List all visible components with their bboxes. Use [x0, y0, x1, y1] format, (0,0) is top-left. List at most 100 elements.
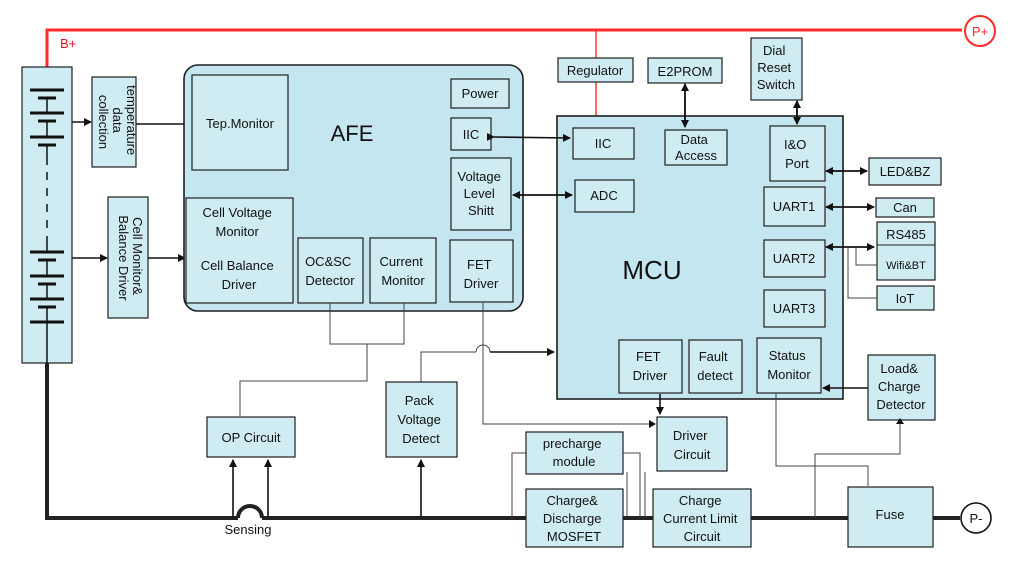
mosfet-line3: MOSFET	[547, 529, 601, 544]
afe-fet-driver-box: FET Driver	[449, 239, 514, 303]
cellmon-line1: Cell Monitor&	[130, 217, 145, 295]
io-line1: I&O	[784, 137, 806, 152]
mcu-iic-box: IIC	[572, 127, 635, 160]
lcd-line2: Charge	[878, 379, 921, 394]
connectors	[229, 83, 904, 518]
drs-line2: Reset	[757, 60, 791, 75]
cm-line1: Current	[380, 254, 424, 269]
uart3-box: UART3	[763, 289, 826, 328]
op-circuit-label: OP Circuit	[222, 430, 281, 445]
status-monitor-box: Status Monitor	[756, 337, 822, 394]
driver-circuit-box: Driver Circuit	[656, 416, 728, 472]
afe-current-monitor-box: Current Monitor	[369, 237, 437, 304]
mcu-fet-line2: Driver	[633, 368, 668, 383]
voltage-level-shift-box: Voltage Level Shitt	[450, 157, 512, 231]
bminus-rail	[45, 363, 238, 520]
afe-iic-label: IIC	[463, 127, 480, 142]
tep-monitor-box: Tep.Monitor	[191, 74, 289, 171]
rs485-label: RS485	[886, 227, 926, 242]
uart1-label: UART1	[773, 199, 815, 214]
temp-line1: temperature	[124, 85, 139, 155]
cvm-line2: Monitor	[216, 224, 260, 239]
battery-pack	[21, 66, 73, 364]
fault-detect-box: Fault detect	[688, 339, 743, 394]
ccl-line3: Circuit	[684, 529, 721, 544]
temp-line3: collection	[96, 95, 111, 149]
cm-line2: Monitor	[381, 273, 425, 288]
pvd-line2: Voltage	[398, 412, 441, 427]
svg-text:Voltage Level Shit: Voltage Level Shitt	[458, 169, 505, 218]
rs485-wifi-box: RS485 Wifi&BT	[876, 221, 936, 281]
pvd-line3: Detect	[402, 431, 440, 446]
afe-title: AFE	[331, 121, 374, 146]
pplus-terminal: P+	[964, 15, 996, 47]
cbd-line2: Driver	[222, 277, 257, 292]
svg-text:Fault detect: Fault detect	[697, 349, 733, 383]
fuse-box: Fuse	[847, 486, 934, 548]
iot-box: IoT	[876, 285, 935, 311]
svg-text:FET Driver: FET Driver	[464, 257, 499, 291]
temp-line2: data	[110, 108, 125, 134]
tep-monitor-label: Tep.Monitor	[206, 116, 275, 131]
can-label: Can	[893, 200, 917, 215]
mcu-adc-box: ADC	[574, 179, 635, 213]
led-bz-box: LED&BZ	[868, 157, 942, 186]
fuse-label: Fuse	[876, 507, 905, 522]
bplus-label: B+	[60, 36, 76, 51]
iot-label: IoT	[896, 291, 915, 306]
svg-text:temperature data c: temperature data collection	[96, 85, 139, 159]
regulator-box: Regulator	[557, 57, 634, 83]
uart3-label: UART3	[773, 301, 815, 316]
io-port-box: I&O Port	[769, 125, 826, 182]
pplus-label: P+	[972, 24, 988, 39]
afe-power-box: Power	[450, 78, 510, 109]
afe-power-label: Power	[462, 86, 500, 101]
ocsc-detector-box: OC&SC Detector	[297, 237, 364, 304]
lcd-line1: Load&	[880, 361, 918, 376]
cbd-line1: Cell Balance	[201, 258, 274, 273]
e2prom-box: E2PROM	[647, 57, 723, 84]
mosfet-line2: Discharge	[543, 511, 602, 526]
pminus-label: P-	[970, 511, 983, 526]
can-box: Can	[875, 197, 935, 218]
da-line2: Access	[675, 148, 717, 163]
io-line2: Port	[785, 156, 809, 171]
charge-current-limit-box: Charge Current Limit Circuit	[652, 488, 752, 548]
pre-line2: module	[553, 454, 596, 469]
mcu-title: MCU	[622, 255, 681, 285]
mcu-adc-label: ADC	[590, 188, 617, 203]
mosfet-line1: Charge&	[547, 493, 599, 508]
mcu-iic-label: IIC	[595, 136, 612, 151]
pvd-line1: Pack	[405, 393, 434, 408]
svg-text:Cell Monitor& Balance Dr: Cell Monitor& Balance Driver	[116, 215, 145, 301]
sensing-label: Sensing	[225, 522, 272, 537]
svg-text:Cell Voltage Monitor: Cell Voltage Monitor Cell Balance Driver	[201, 205, 278, 292]
afe-fet-line2: Driver	[464, 276, 499, 291]
ocsc-line2: Detector	[305, 273, 355, 288]
svg-text:Status Monitor: Status Monitor	[767, 348, 811, 382]
cellmon-line2: Balance Driver	[116, 215, 131, 301]
mcu-fet-line1: FET	[636, 349, 661, 364]
cvm-line1: Cell Voltage	[202, 205, 271, 220]
drs-line3: Switch	[757, 77, 795, 92]
uart1-box: UART1	[763, 186, 826, 227]
uart2-label: UART2	[773, 251, 815, 266]
sensing-hop	[236, 504, 264, 519]
led-bz-label: LED&BZ	[880, 164, 931, 179]
svg-text:Charge& Discharge: Charge& Discharge MOSFET	[543, 493, 605, 544]
wifi-bt-label: Wifi&BT	[886, 260, 926, 272]
fault-line2: detect	[697, 368, 733, 383]
drv-line2: Circuit	[674, 447, 711, 462]
svg-text:Charge Current Limit: Charge Current Limit Circuit	[663, 493, 741, 544]
temperature-collection-box: temperature data collection	[91, 76, 139, 168]
sm-line2: Monitor	[767, 367, 811, 382]
regulator-label: Regulator	[567, 63, 624, 78]
vls-line2: Level	[464, 186, 495, 201]
uart2-box: UART2	[763, 239, 826, 278]
pre-line1: precharge	[543, 436, 602, 451]
afe-fet-line1: FET	[467, 257, 492, 272]
svg-text:Load& Charge Detec: Load& Charge Detector	[876, 361, 926, 412]
dial-reset-switch-box: Dial Reset Switch	[750, 37, 803, 101]
afe-iic-box: IIC	[450, 117, 492, 151]
e2prom-label: E2PROM	[658, 64, 713, 79]
